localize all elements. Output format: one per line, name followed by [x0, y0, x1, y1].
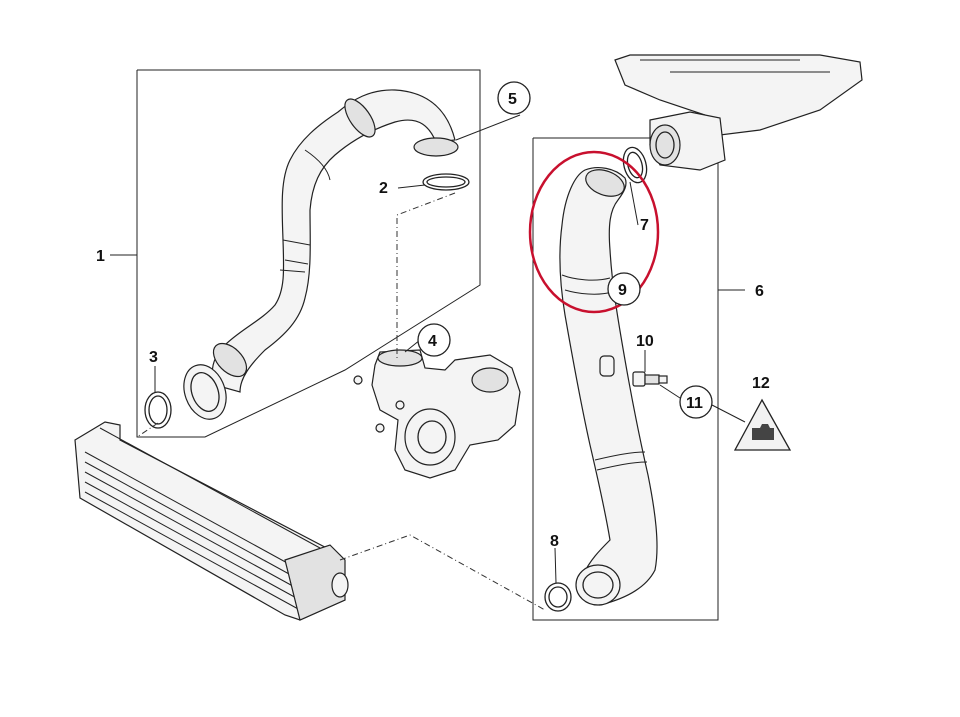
pipe-end-flange — [413, 137, 459, 157]
seal-ring-3 — [144, 391, 172, 429]
warning-triangle — [733, 398, 792, 451]
callout-8: 8 — [550, 533, 559, 550]
callout-9-circle — [607, 272, 641, 306]
callout-4-circle — [417, 323, 451, 357]
engine-icon — [752, 424, 774, 440]
charge-air-pipe-upper — [211, 89, 459, 393]
intercooler — [74, 421, 349, 621]
callout-12: 12 — [752, 375, 770, 392]
dashed-leaders — [136, 192, 546, 611]
turbocharger — [353, 349, 521, 479]
hose-clamp-lower — [183, 364, 227, 420]
callout-10: 10 — [636, 333, 654, 350]
callout-1: 1 — [96, 248, 105, 265]
group-frame-1 — [110, 69, 481, 438]
callout-5-circle — [497, 81, 531, 115]
callout-2: 2 — [379, 180, 388, 197]
callout-11-circle — [679, 385, 713, 419]
callout-9: 9 — [618, 282, 627, 299]
callout-11: 11 — [686, 395, 703, 412]
highlight-circle — [528, 150, 660, 314]
callout-5: 5 — [508, 91, 517, 108]
seal-ring-2 — [422, 173, 470, 191]
callout-3: 3 — [149, 349, 158, 366]
seal-ring-7 — [622, 146, 648, 184]
seal-ring-8 — [544, 582, 572, 612]
callout-4: 4 — [428, 333, 437, 350]
intake-manifold — [614, 54, 863, 171]
callout-7: 7 — [640, 217, 649, 234]
charge-air-pipe-right — [559, 167, 658, 606]
temperature-sensor — [632, 371, 668, 387]
callout-6: 6 — [755, 283, 764, 300]
